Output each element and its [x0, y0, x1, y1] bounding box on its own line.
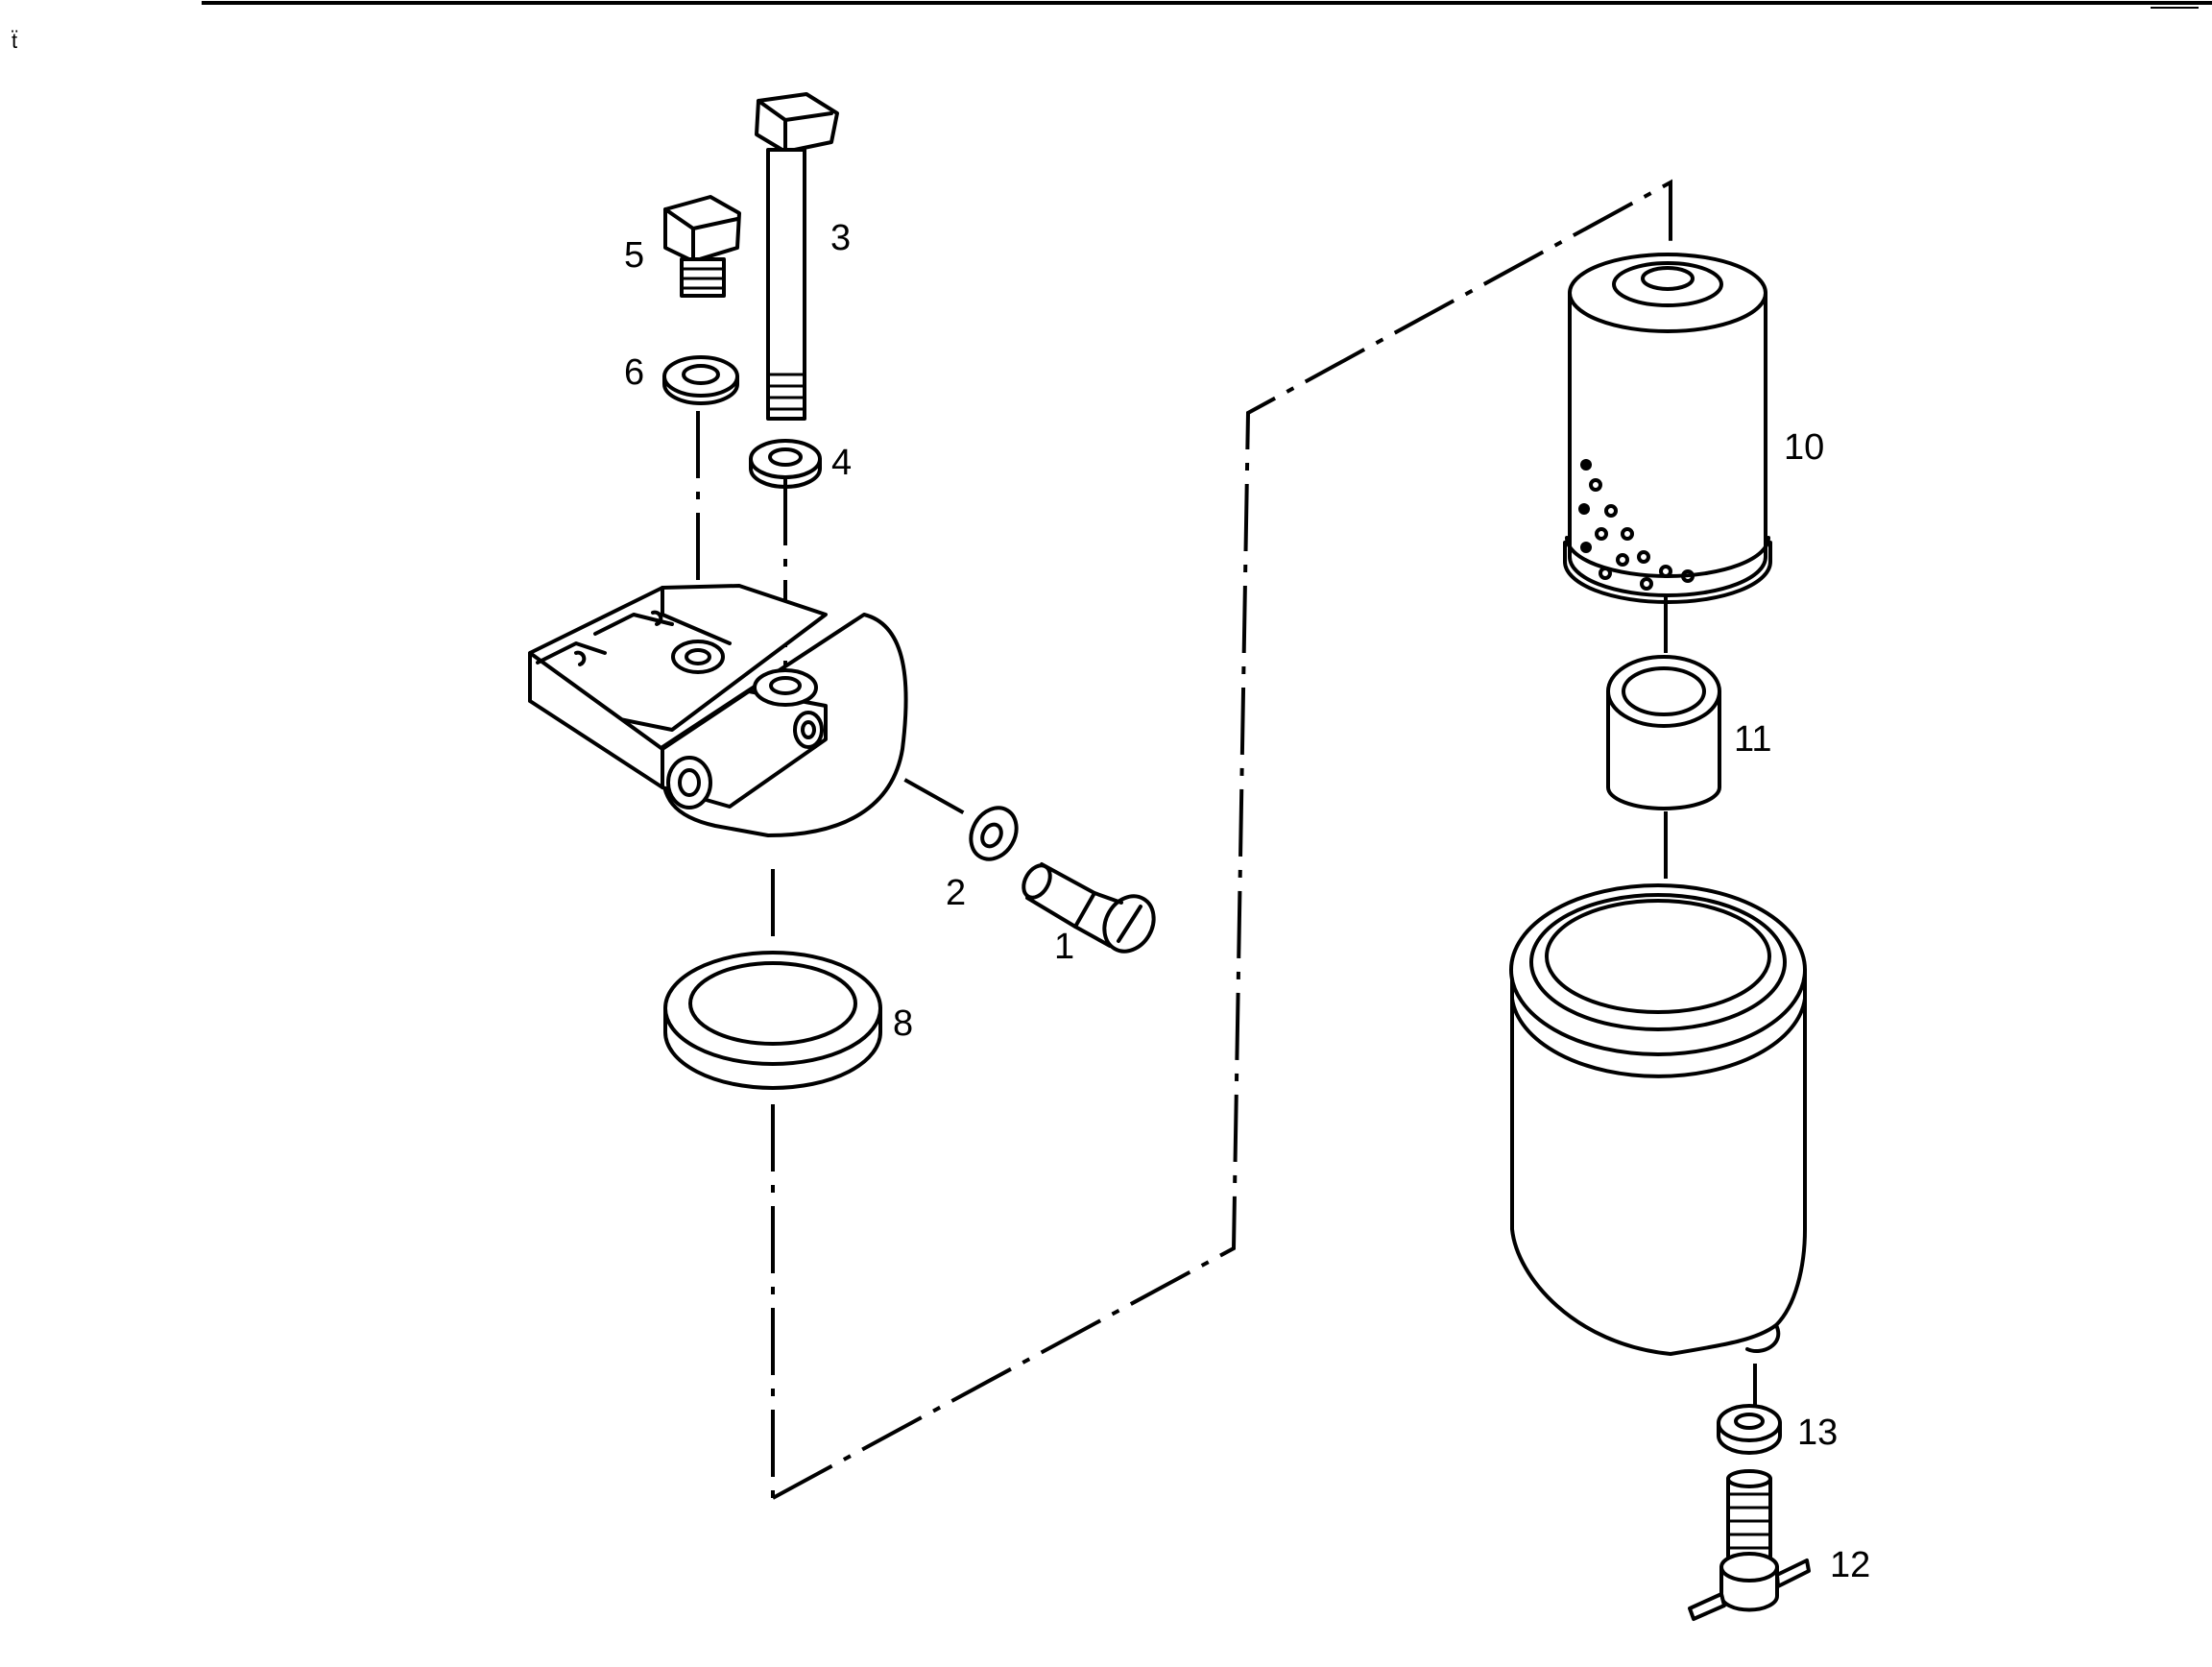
- part-6-washer: [662, 355, 739, 405]
- part-2-seal: [969, 806, 1019, 861]
- label-part-1: 1: [1054, 927, 1074, 967]
- label-part-3: 3: [830, 218, 851, 258]
- part-5-plug: [663, 195, 741, 298]
- filter-head-housing: [528, 584, 908, 837]
- corner-mark: ẗ: [12, 29, 18, 53]
- part-4-washer: [749, 439, 822, 489]
- part-13-washer: [1717, 1404, 1782, 1455]
- label-part-10: 10: [1784, 427, 1824, 468]
- filter-bowl: [1509, 883, 1807, 1356]
- part-labels: 1 2 3 4 5 6 8 10 11 12 13: [624, 218, 1870, 1585]
- part-1-screw: [1022, 862, 1156, 954]
- part-12-drain-screw: [1688, 1469, 1811, 1621]
- part-10-filter-element: [1563, 253, 1772, 604]
- label-part-11: 11: [1734, 719, 1771, 760]
- label-part-4: 4: [831, 443, 852, 483]
- label-part-12: 12: [1830, 1545, 1870, 1585]
- part-3-bolt: [755, 92, 839, 421]
- label-part-8: 8: [893, 1003, 913, 1044]
- part-8-gasket: [663, 951, 882, 1090]
- part-11-sleeve: [1606, 655, 1721, 810]
- label-part-13: 13: [1797, 1413, 1838, 1453]
- label-part-6: 6: [624, 352, 644, 393]
- label-part-5: 5: [624, 235, 644, 276]
- label-part-2: 2: [946, 873, 966, 913]
